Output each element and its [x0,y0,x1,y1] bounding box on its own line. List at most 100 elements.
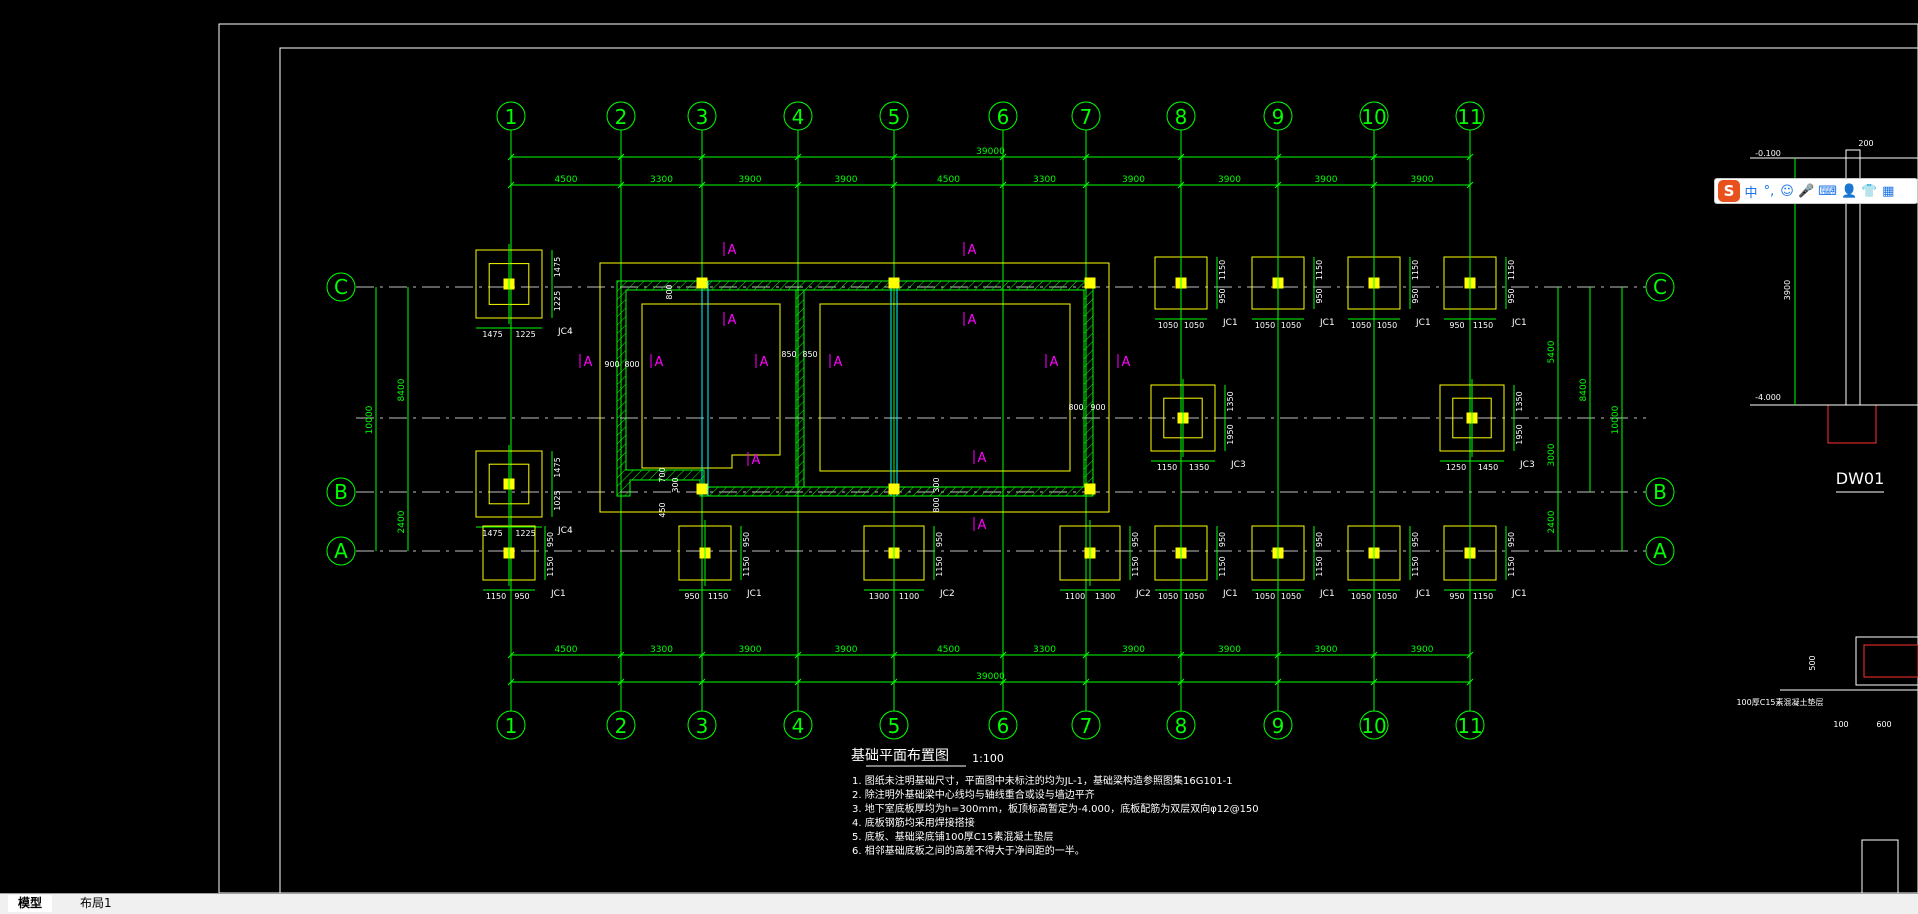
tab-model[interactable]: 模型 [8,895,53,912]
ime-keyboard-icon[interactable]: ⌨ [1818,183,1837,199]
dim-tick-2-8 [1274,651,1282,659]
grid-bubble-left-C [326,272,356,302]
detail-dim-2: 500 [1808,655,1817,670]
footing-c4-dim-s2: 950 [1411,288,1420,303]
grid-bubble-bottom-3 [687,710,717,740]
footing-a7-dim-s2: 1150 [1411,556,1420,576]
dim-tick-3-6 [1082,678,1090,686]
drawing-note-5: 5. 底板、基础梁底铺100厚C15素混凝土垫层 [852,830,1054,843]
dim-tick-2-7 [1177,651,1185,659]
grid-label-right-A: A [1653,539,1667,563]
dim-tick-1-8 [1274,181,1282,189]
footing-a3-dim-b2: 1100 [899,592,919,601]
detail-label: DW01 [1836,469,1885,488]
grid-bubble-bottom-4 [783,710,813,740]
grid-bubble-bottom-10 [1359,710,1389,740]
dim-tick-3-1 [617,678,625,686]
detail-dim-4: 100 [1833,720,1848,729]
dim-left-2400: 2400 [397,510,407,533]
section-mark-label-8: A [655,355,664,370]
grid-label-right-C: C [1653,275,1667,299]
dim-tick-1-3 [794,181,802,189]
footing-a4-label: JC2 [1135,589,1151,599]
grid-bubble-bottom-11 [1455,710,1485,740]
dim-span-1-3: 3900 [835,175,858,185]
footing-a2-dim-s2: 1150 [742,556,751,576]
ime-punctuation-icon[interactable]: °, [1763,183,1775,199]
pit-dim-10: 300 [932,477,941,492]
dim-span-2-1: 3300 [650,645,673,655]
dim-span-1-7: 3900 [1218,175,1241,185]
dim-tick-0-0 [507,153,515,161]
footing-a8-dim-b2: 1150 [1473,592,1493,601]
detail-lower-box [1855,636,1918,686]
grid-label-bottom-6: 6 [997,714,1010,738]
ime-chinese-mode[interactable]: 中 [1744,185,1758,201]
dim-tick-1-4 [890,181,898,189]
dim-right-3000: 3000 [1547,443,1557,466]
footing-a5-dim-b1: 1050 [1158,592,1178,601]
grid-label-bottom-1: 1 [505,714,518,738]
ime-user-icon[interactable]: 👤 [1840,183,1858,199]
footing-m1-dim-s2: 1950 [1226,424,1235,444]
dim-tick-3-4 [890,678,898,686]
grid-bubble-bottom-9 [1263,710,1293,740]
dim-tick-0-5 [999,153,1007,161]
pit-dim-4: 800 [1068,403,1083,412]
dim-span-2-7: 3900 [1218,645,1241,655]
grid-label-bottom-3: 3 [696,714,709,738]
ime-skin-icon[interactable]: 👕 [1861,183,1878,199]
footing-a3-dim-s2: 1150 [935,556,944,576]
sogou-logo-icon[interactable]: S [1718,180,1740,202]
pit-dim-6: 800 [665,284,674,299]
grid-label-left-B: B [334,480,348,504]
footing-a3-dim-b1: 1300 [869,592,889,601]
footing-a5-dim-s2: 1150 [1218,556,1227,576]
footing-a2-dim-b1: 950 [684,592,699,601]
footing-b1-dim-s2: 1025 [553,490,562,510]
dim-tick-1-7 [1177,181,1185,189]
pit-room-right [819,303,1071,472]
dim-left-total: 10000 [365,405,375,434]
footing-a8-dim-s1: 950 [1507,532,1516,547]
ime-menu-icon[interactable]: ▦ [1882,183,1895,199]
dim-tick-1-10 [1466,181,1474,189]
dim-tick-0-1 [617,153,625,161]
dim-tick-0-8 [1274,153,1282,161]
footing-a3-label: JC2 [939,589,955,599]
detail-dim-3: 600 [1876,720,1891,729]
grid-bubble-top-2 [606,101,636,131]
grid-bubble-top-11 [1455,101,1485,131]
grid-label-right-B: B [1653,480,1667,504]
grid-label-bottom-4: 4 [792,714,805,738]
ime-toolbar[interactable]: S 中 °, ☺ 🎤 ⌨ 👤 👕 ▦ [1714,178,1918,204]
ime-microphone-icon[interactable]: 🎤 [1798,183,1815,199]
grid-bubble-left-A [326,536,356,566]
footing-a1-dim-s1: 950 [546,532,555,547]
pit-dim-11: 800 [932,497,941,512]
section-mark-label-6: A [978,518,987,533]
section-mark-label-0: A [728,243,737,258]
footing-b1-dim-s1: 1475 [553,457,562,477]
grid-label-top-8: 8 [1175,105,1188,129]
footing-c1-dim-b2: 1225 [515,330,535,339]
footing-m1-dim-s1: 1350 [1226,391,1235,411]
footing-a5-dim-s1: 950 [1218,532,1227,547]
dim-tick-1-2 [698,181,706,189]
detail-level-1: -4.000 [1755,393,1781,402]
pit-column-0 [696,277,708,289]
pit-column-5 [696,483,708,495]
grid-label-bottom-8: 8 [1175,714,1188,738]
ime-emoji-icon[interactable]: ☺ [1780,183,1794,199]
footing-c3-dim-s2: 950 [1315,288,1324,303]
dim-tick-3-2 [698,678,706,686]
dim-total-3: 39000 [976,672,1005,682]
grid-label-top-7: 7 [1080,105,1093,129]
tab-layout1[interactable]: 布局1 [80,896,112,910]
dim-tick-2-9 [1370,651,1378,659]
grid-label-top-5: 5 [888,105,901,129]
grid-bubble-bottom-2 [606,710,636,740]
footing-c4-label: JC1 [1415,318,1431,328]
detail-level-0: -0.100 [1755,149,1781,158]
